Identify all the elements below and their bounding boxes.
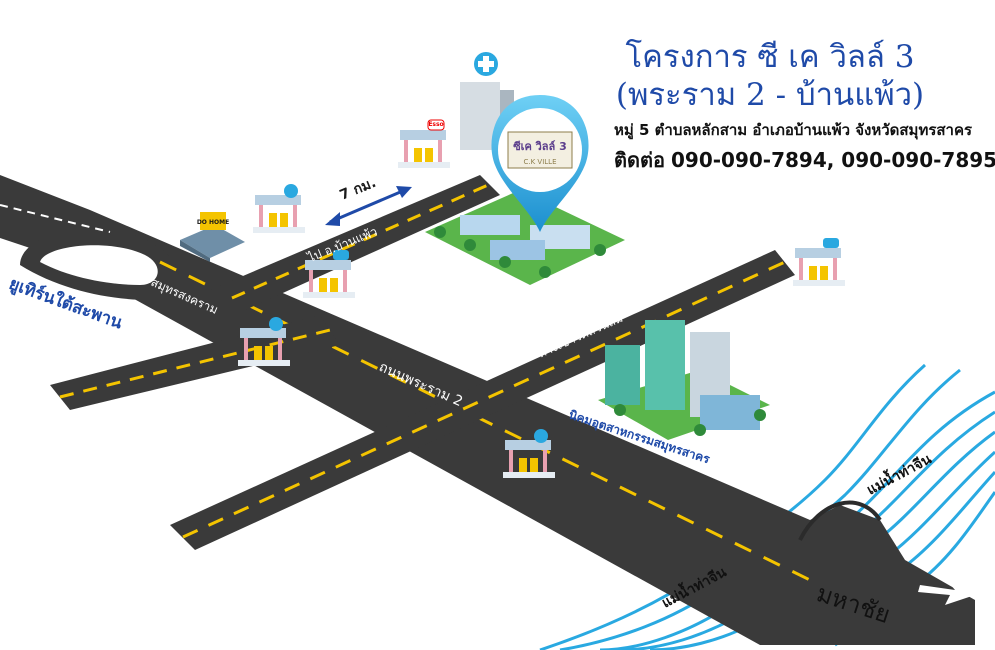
ban-phaeo-road [210,175,500,310]
gas-station-icon [503,429,555,478]
gas-station-icon [793,238,845,286]
logo-text-en: C.K VILLE [523,158,556,166]
wat-suan-som-road [170,250,795,550]
map-pin-icon [491,95,589,232]
gas-station-icon [303,250,355,298]
project-address: หมู่ 5 ตำบลหลักสาม อำเภอบ้านแพ้ว จังหวัด… [614,121,973,139]
logo-text-th: ซีเค วิลล์ 3 [513,140,567,153]
gas-station-icon [253,184,305,233]
gas-station-icon [238,317,290,366]
lower-road [50,315,340,410]
project-title-line1: โครงการ ซี เค วิลล์ 3 [625,39,915,75]
label-distance: 7 กม. [338,175,379,204]
station-brand: Esso [428,121,443,128]
gas-station-icon [398,119,450,168]
shop-sign: DO HOME [197,219,229,226]
industrial-estate-buildings [598,320,770,440]
home-store-icon [180,212,245,262]
contact-label: ติดต่อ [614,148,665,172]
distance-arrow [325,186,412,226]
contact-phones: 090-090-7894, 090-090-7895 [670,148,995,172]
project-title-line2: (พระราม 2 - บ้านแพ้ว) [615,77,925,113]
